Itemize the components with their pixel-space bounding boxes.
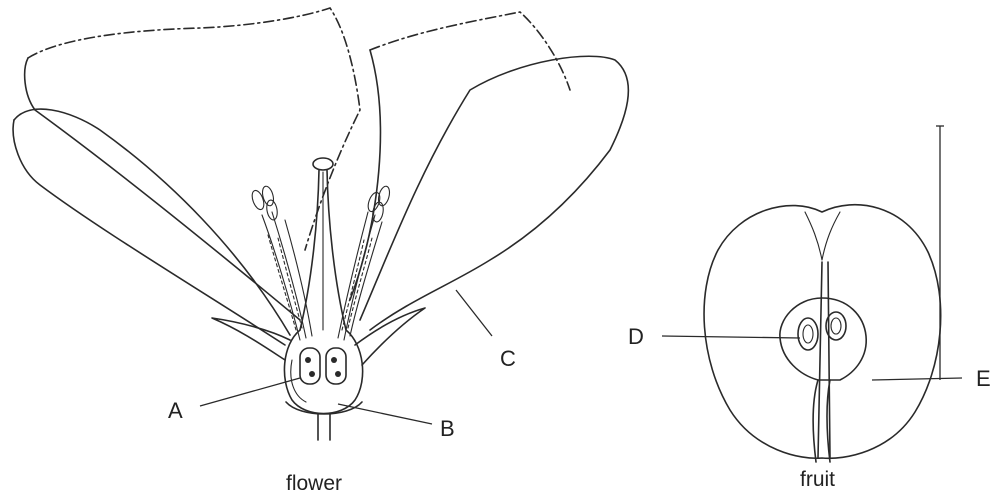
calyx bbox=[805, 212, 840, 260]
ovary-chamber-right bbox=[326, 348, 346, 384]
core-right bbox=[828, 262, 830, 458]
petal-front-left-edge bbox=[13, 120, 285, 345]
fruit-drawing bbox=[704, 205, 941, 462]
petal-front-left bbox=[14, 109, 290, 335]
label-C: C bbox=[500, 346, 516, 371]
leader-A bbox=[200, 378, 300, 406]
label-E: E bbox=[976, 366, 991, 391]
label-A: A bbox=[168, 398, 183, 423]
seed-left bbox=[798, 318, 818, 350]
caption-flower: flower bbox=[286, 472, 342, 494]
label-D: D bbox=[628, 324, 644, 349]
petal-front-right bbox=[360, 56, 628, 330]
leader-C bbox=[456, 290, 492, 336]
style-right bbox=[327, 170, 346, 330]
core-chamber bbox=[780, 298, 866, 380]
sepal-left bbox=[212, 318, 290, 360]
ovule bbox=[331, 357, 337, 363]
fruit-stalk-left bbox=[813, 380, 818, 462]
ovule bbox=[305, 357, 311, 363]
ovule bbox=[335, 371, 341, 377]
label-B: B bbox=[440, 416, 455, 441]
caption-fruit: fruit bbox=[800, 468, 835, 491]
petal-back-right bbox=[370, 12, 570, 90]
petal-back-left bbox=[28, 8, 360, 250]
core-left bbox=[818, 262, 822, 458]
leader-E bbox=[872, 378, 962, 380]
style-left bbox=[300, 170, 319, 330]
leader-B bbox=[338, 404, 432, 424]
ovary-chamber-left bbox=[300, 348, 320, 384]
stigma bbox=[313, 158, 333, 170]
fruit-outline bbox=[704, 205, 941, 459]
ovary bbox=[284, 330, 362, 414]
flower-drawing bbox=[13, 8, 628, 440]
petal-back-left-edge bbox=[25, 58, 300, 320]
ovule bbox=[309, 371, 315, 377]
